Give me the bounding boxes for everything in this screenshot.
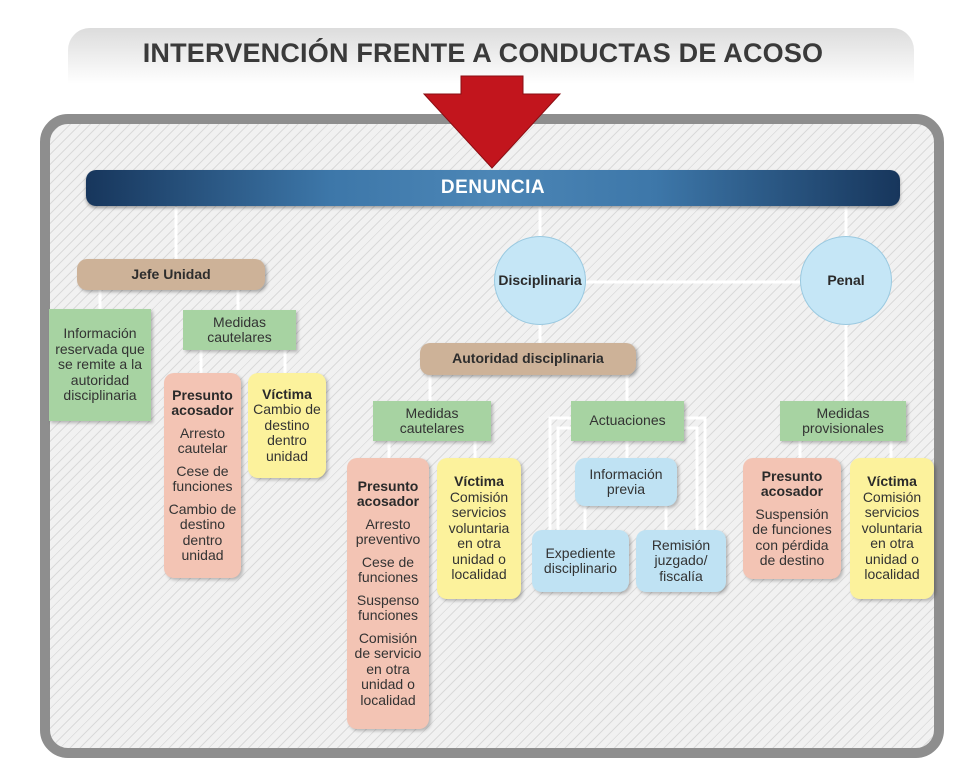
informacion-previa-label: Información previa	[589, 465, 663, 497]
disc-presunto-item: Cese de funciones	[358, 553, 418, 586]
disc-victima-text: Comisión servicios voluntaria en otra un…	[448, 488, 510, 583]
disc-medidas-cautelares-label: Medidas cautelares	[399, 404, 465, 436]
jefe-unidad-box: Jefe Unidad	[77, 259, 265, 290]
disc-presunto-item: Comisión de servicio en otra unidad o lo…	[354, 629, 422, 708]
disc-medidas-cautelares-box: Medidas cautelares	[373, 401, 491, 441]
disc-victima-box: Víctima Comisión servicios voluntaria en…	[437, 458, 521, 599]
jefe-presunto-title: Presunto acosador	[171, 386, 234, 418]
down-arrow-icon	[422, 75, 562, 169]
informacion-reservada-box: Información reservada que se remite a la…	[49, 309, 151, 421]
medidas-provisionales-box: Medidas provisionales	[780, 401, 906, 441]
penal-presunto-text: Suspensión de funciones con pérdida de d…	[752, 505, 832, 568]
disc-presunto-title: Presunto acosador	[356, 477, 420, 510]
jefe-presunto-acosador-box: Presunto acosador Arresto cautelar Cese …	[164, 373, 241, 578]
disc-presunto-item: Arresto preventivo	[355, 515, 421, 548]
disc-presunto-acosador-box: Presunto acosador Arresto preventivo Ces…	[347, 458, 429, 729]
penal-victima-text: Comisión servicios voluntaria en otra un…	[861, 488, 923, 583]
actuaciones-box: Actuaciones	[571, 401, 684, 441]
disc-victima-title: Víctima	[454, 473, 504, 490]
penal-circle: Penal	[800, 236, 892, 325]
expediente-disciplinario-box: Expediente disciplinario	[532, 530, 629, 592]
actuaciones-label: Actuaciones	[589, 412, 666, 429]
jefe-presunto-item: Arresto cautelar	[177, 424, 228, 456]
informacion-reservada-text: Información reservada que se remite a la…	[55, 325, 145, 404]
autoridad-disciplinaria-box: Autoridad disciplinaria	[420, 343, 636, 375]
page-title: INTERVENCIÓN FRENTE A CONDUCTAS DE ACOSO	[142, 38, 824, 68]
jefe-presunto-item: Cese de funciones	[172, 462, 233, 494]
remision-juzgado-box: Remisión juzgado/ fiscalía	[636, 530, 726, 592]
penal-victima-title: Víctima	[867, 473, 917, 490]
penal-presunto-acosador-box: Presunto acosador Suspensión de funcione…	[743, 458, 841, 579]
jefe-medidas-cautelares-box: Medidas cautelares	[183, 310, 296, 350]
jefe-victima-title: Víctima	[262, 385, 312, 402]
jefe-medidas-cautelares-label: Medidas cautelares	[207, 313, 272, 345]
penal-presunto-title: Presunto acosador	[760, 467, 824, 499]
jefe-victima-box: Víctima Cambio de destino dentro unidad	[248, 373, 326, 478]
disc-presunto-item: Suspenso funciones	[356, 591, 420, 624]
expediente-disciplinario-label: Expediente disciplinario	[543, 544, 618, 576]
jefe-victima-text: Cambio de destino dentro unidad	[253, 401, 321, 464]
disciplinaria-circle: Disciplinaria	[494, 236, 586, 325]
medidas-provisionales-label: Medidas provisionales	[802, 404, 884, 436]
penal-victima-box: Víctima Comisión servicios voluntaria en…	[850, 458, 934, 599]
informacion-previa-box: Información previa	[575, 458, 677, 506]
title-bar	[68, 28, 914, 84]
jefe-presunto-item: Cambio de destino dentro unidad	[168, 500, 237, 563]
remision-juzgado-label: Remisión juzgado/ fiscalía	[651, 536, 711, 584]
denuncia-bar: DENUNCIA	[86, 170, 900, 206]
